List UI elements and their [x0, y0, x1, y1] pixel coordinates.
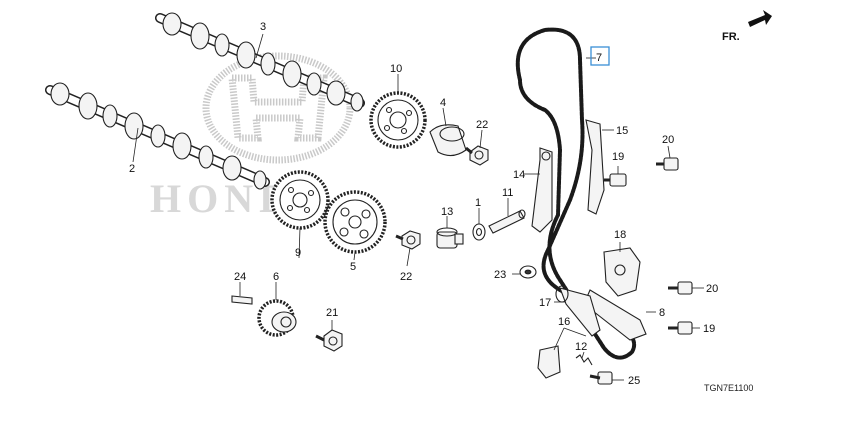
callout-24[interactable]: 24	[234, 271, 246, 283]
camshaft-upper[interactable]	[155, 12, 365, 112]
callout-19-lower[interactable]: 19	[703, 323, 715, 335]
callout-3[interactable]: 3	[260, 21, 266, 33]
callout-6[interactable]: 6	[273, 271, 279, 283]
callout-10[interactable]: 10	[390, 63, 402, 75]
callout-12[interactable]: 12	[575, 341, 587, 353]
callouts: 1 2 3 4 5 6 7 8 9 10 11 12 13 14 15 16 1…	[129, 21, 718, 387]
camshaft-lower[interactable]	[45, 82, 270, 190]
cam-sprocket-5[interactable]	[323, 190, 387, 254]
bolt-20-lower[interactable]	[668, 281, 693, 295]
callout-13[interactable]: 13	[441, 206, 453, 218]
callout-18[interactable]: 18	[614, 229, 626, 241]
callout-23[interactable]: 23	[494, 269, 506, 281]
tensioner-arm-14[interactable]	[531, 147, 553, 233]
callout-4[interactable]: 4	[440, 97, 446, 109]
diagram-code: TGN7E1100	[704, 383, 753, 393]
callout-25[interactable]: 25	[628, 375, 640, 387]
callout-22-lower[interactable]: 22	[400, 271, 412, 283]
cam-sprocket-9[interactable]	[270, 170, 330, 230]
front-arrow-icon	[748, 10, 772, 27]
tensioner-16[interactable]	[537, 345, 561, 379]
callout-2[interactable]: 2	[129, 163, 135, 175]
callout-21[interactable]: 21	[326, 307, 338, 319]
callout-5[interactable]: 5	[350, 261, 356, 273]
callout-9[interactable]: 9	[295, 247, 301, 259]
vtc-cap-4[interactable]	[429, 124, 467, 157]
callout-17[interactable]: 17	[539, 297, 551, 309]
callout-19-upper[interactable]: 19	[612, 151, 624, 163]
orientation-label: FR.	[722, 31, 740, 43]
crank-sprocket-6[interactable]	[257, 299, 297, 337]
callout-22-upper[interactable]: 22	[476, 119, 488, 131]
tensioner-18[interactable]	[603, 247, 641, 297]
callout-20-upper[interactable]: 20	[662, 134, 674, 146]
chain-guide-17[interactable]	[555, 285, 601, 337]
bolt-22-lower[interactable]	[395, 230, 421, 250]
callout-14[interactable]: 14	[513, 169, 525, 181]
callout-16[interactable]: 16	[558, 316, 570, 328]
spring-12[interactable]	[575, 354, 593, 366]
pin-11[interactable]	[488, 209, 526, 234]
washer-1[interactable]	[472, 223, 486, 241]
bolt-20-upper[interactable]	[656, 157, 679, 171]
bolt-19-lower[interactable]	[668, 321, 693, 335]
callout-7[interactable]: 7	[596, 52, 602, 64]
callout-7-highlight	[590, 46, 610, 66]
washer-23[interactable]	[519, 265, 537, 279]
cam-sprocket-10[interactable]	[369, 91, 427, 149]
callout-8[interactable]: 8	[659, 307, 665, 319]
key-24[interactable]	[231, 295, 253, 305]
callout-20-lower[interactable]: 20	[706, 283, 718, 295]
honda-h-logo	[202, 52, 354, 164]
callout-11[interactable]: 11	[502, 187, 513, 199]
callout-1[interactable]: 1	[475, 197, 481, 209]
bolt-22-upper[interactable]	[465, 145, 489, 166]
bolt-25[interactable]	[589, 371, 613, 385]
bolt-13[interactable]	[436, 227, 464, 249]
bolt-21[interactable]	[315, 329, 343, 352]
leader-lines	[132, 33, 704, 381]
callout-15[interactable]: 15	[616, 125, 628, 137]
chain-guide-15[interactable]	[585, 119, 605, 215]
bolt-19-upper[interactable]	[604, 173, 627, 187]
